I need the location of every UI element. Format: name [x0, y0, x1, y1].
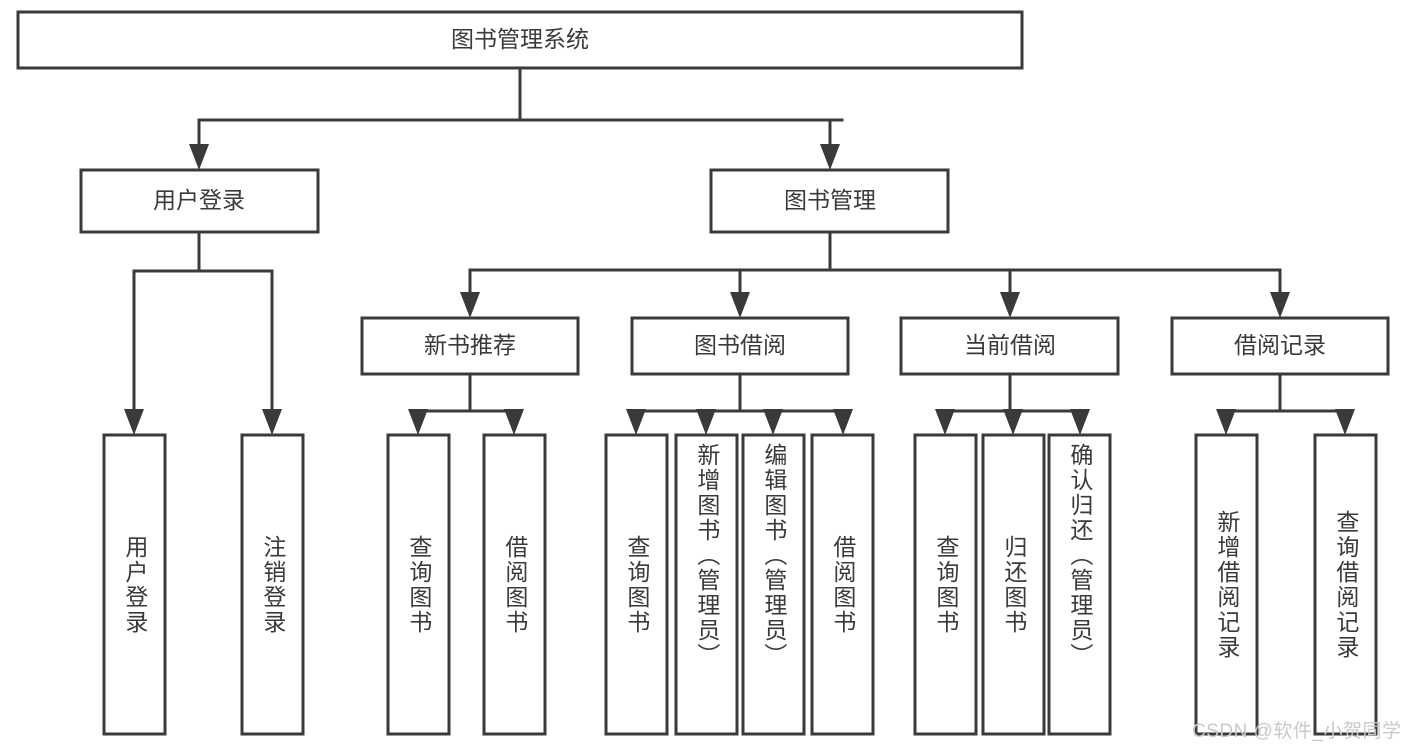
- node-root-box[interactable]: [16, 10, 1024, 70]
- connector-current-borrow-bus: [943, 372, 1082, 415]
- arrowhead-leaf-query-book-current: [935, 409, 955, 435]
- arrowhead-leaf-add-book-admin: [696, 409, 716, 435]
- node-new-book-recommend-label: 新书推荐: [424, 332, 516, 358]
- leaf-user-login-box[interactable]: [102, 433, 167, 736]
- leaf-borrow-book-recommend-box[interactable]: [482, 433, 547, 736]
- connector-book-manage-bus: [468, 230, 1282, 298]
- arrowhead-leaf-logout: [262, 409, 282, 435]
- leaf-query-book-recommend-box[interactable]: [386, 433, 451, 736]
- arrowhead-leaf-borrow-book-recommend: [504, 409, 524, 435]
- arrowhead-leaf-borrow-book: [833, 409, 853, 435]
- arrowhead-leaf-edit-book-admin: [763, 409, 783, 435]
- node-user-login-label: 用户登录: [153, 187, 245, 213]
- connector-book-borrow-bus: [634, 372, 845, 415]
- arrowhead-book-manage: [820, 144, 840, 170]
- arrowhead-book-borrow: [730, 292, 750, 318]
- leaf-borrow-book-box[interactable]: [810, 433, 875, 736]
- node-layer: 图书管理系统 用户登录 图书管理 新书推荐 图书借阅 当前借阅 借阅记录: [16, 10, 1390, 736]
- node-borrow-record-label: 借阅记录: [1234, 332, 1326, 358]
- node-book-manage-label: 图书管理: [784, 187, 876, 213]
- node-current-borrow-box[interactable]: [899, 316, 1120, 376]
- leaf-query-book-current-box[interactable]: [913, 433, 978, 736]
- leaf-query-book-borrow-box[interactable]: [604, 433, 669, 736]
- node-root-label: 图书管理系统: [451, 26, 589, 52]
- node-current-borrow-label: 当前借阅: [964, 332, 1056, 358]
- leaf-confirm-return-admin-box[interactable]: [1047, 433, 1112, 736]
- leaf-edit-book-admin-box[interactable]: [741, 433, 806, 736]
- leaf-return-book-box[interactable]: [981, 433, 1046, 736]
- leaf-add-book-admin-box[interactable]: [674, 433, 739, 736]
- node-new-book-recommend-box[interactable]: [360, 316, 580, 376]
- connector-user-login-bus: [132, 230, 274, 415]
- node-book-borrow-box[interactable]: [630, 316, 850, 376]
- arrowhead-leaf-add-borrow-record: [1216, 409, 1236, 435]
- node-borrow-record-box[interactable]: [1170, 316, 1390, 376]
- csdn-watermark: CSDN @软件_小贺同学: [1192, 721, 1402, 742]
- arrowhead-leaf-query-book-borrow: [626, 409, 646, 435]
- arrowhead-user-login: [189, 144, 209, 170]
- connector-borrow-record-bus: [1224, 372, 1347, 415]
- connector-layer: [124, 66, 1355, 435]
- connector-new-book-recommend-bus: [416, 372, 516, 415]
- leaf-logout-box[interactable]: [240, 433, 305, 736]
- arrowhead-current-borrow: [1000, 292, 1020, 318]
- node-book-borrow-label: 图书借阅: [694, 332, 786, 358]
- arrowhead-borrow-record: [1270, 292, 1290, 318]
- arrowhead-leaf-query-borrow-record: [1335, 409, 1355, 435]
- arrowhead-leaf-query-book-recommend: [408, 409, 428, 435]
- node-book-manage-box[interactable]: [709, 168, 950, 234]
- arrowhead-new-book-recommend: [460, 292, 480, 318]
- arrowhead-leaf-return-book: [1003, 409, 1023, 435]
- arrowhead-leaf-confirm-return-admin: [1070, 409, 1090, 435]
- connector-root-bus: [197, 66, 844, 150]
- leaf-query-borrow-record-box[interactable]: [1313, 433, 1378, 736]
- leaf-add-borrow-record-box[interactable]: [1194, 433, 1259, 736]
- node-user-login-box[interactable]: [79, 168, 320, 234]
- arrowhead-leaf-user-login: [124, 409, 144, 435]
